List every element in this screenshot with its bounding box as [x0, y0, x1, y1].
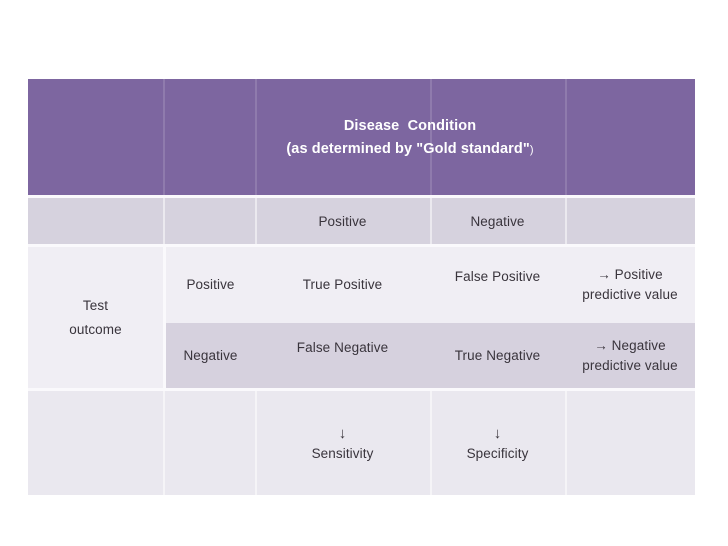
ppv-line2: predictive value [582, 287, 678, 302]
sensitivity-note: ↓ Sensitivity [255, 391, 430, 495]
specificity-label: Specificity [466, 445, 529, 461]
down-arrow-icon: ↓ [338, 424, 347, 442]
cell-false-positive: False Positive [454, 269, 541, 285]
cell-true-negative: True Negative [454, 347, 541, 363]
disease-condition-line2: (as determined by "Gold standard") [286, 140, 534, 157]
footer-row: ↓ Sensitivity ↓ Specificity [28, 391, 695, 495]
column-divider [430, 198, 432, 244]
disease-condition-line1: Disease Condition [343, 117, 477, 134]
column-divider [163, 391, 165, 495]
column-header-negative: Negative [470, 213, 525, 229]
column-divider [430, 79, 432, 195]
npv-line1: → Negative [594, 337, 666, 353]
row-label-positive: Positive [186, 277, 235, 293]
specificity-note: ↓ Specificity [430, 391, 565, 495]
cell-true-positive: True Positive [302, 277, 383, 293]
column-divider [255, 391, 257, 495]
test-outcome-label-cell: Test outcome [28, 247, 163, 388]
down-arrow-icon: ↓ [493, 424, 502, 442]
diagnostic-test-table: Disease Condition (as determined by "Gol… [28, 79, 695, 495]
header-row-disease-condition: Disease Condition (as determined by "Gol… [28, 79, 695, 198]
column-divider [565, 391, 567, 495]
test-outcome-rows: Test outcome Positive True Positive Fals… [28, 247, 695, 391]
row-label-negative: Negative [183, 347, 238, 363]
ppv-line1: → Positive [597, 267, 663, 283]
cell-negative-predictive-value: → Negative predictive value [565, 323, 695, 388]
test-outcome-line1: Test [82, 297, 109, 313]
column-header-row: Positive Negative [28, 198, 695, 247]
npv-line2: predictive value [582, 357, 678, 373]
row-test-negative: Negative False Negative True Negative → … [166, 323, 695, 388]
row-test-positive: Positive True Positive False Positive → … [166, 247, 695, 323]
column-header-positive: Positive [318, 213, 367, 229]
disease-condition-title: Disease Condition (as determined by "Gol… [255, 79, 565, 195]
cell-false-negative: False Negative [296, 339, 389, 355]
column-divider [163, 198, 165, 244]
column-divider [255, 198, 257, 244]
column-divider [430, 391, 432, 495]
column-divider [565, 198, 567, 244]
column-divider [163, 79, 165, 195]
sensitivity-label: Sensitivity [311, 445, 374, 461]
outcome-data-area: Positive True Positive False Positive → … [163, 247, 695, 388]
column-divider [255, 79, 257, 195]
closing-paren: ) [529, 143, 534, 156]
column-divider [565, 79, 567, 195]
cell-positive-predictive-value: → Positive predictive value [565, 247, 695, 323]
test-outcome-line2: outcome [69, 321, 122, 337]
